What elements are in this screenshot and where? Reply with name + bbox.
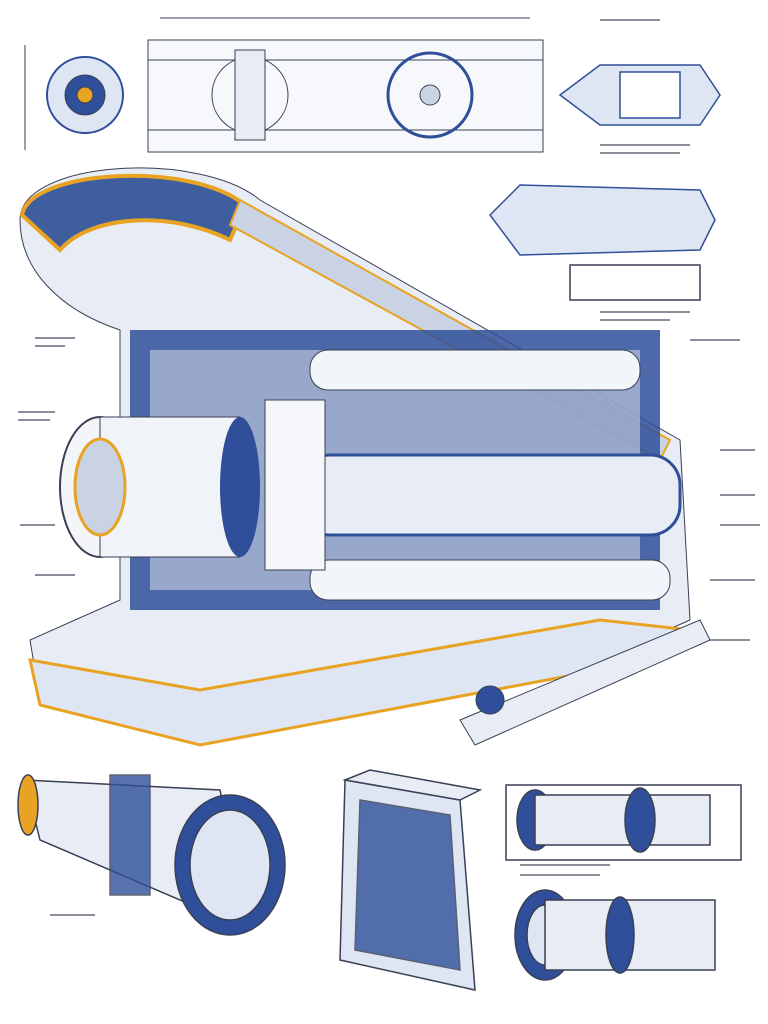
blueprint-top-view xyxy=(24,17,544,153)
rail-assembly xyxy=(459,619,711,746)
blueprint-side-view xyxy=(489,64,721,301)
main-cutaway-module xyxy=(19,167,696,747)
thruster-detail xyxy=(505,784,742,981)
cylinder-detail xyxy=(17,774,286,936)
callout-labels xyxy=(18,19,760,916)
engine-nozzle xyxy=(59,416,260,558)
box-module-detail xyxy=(339,769,483,991)
